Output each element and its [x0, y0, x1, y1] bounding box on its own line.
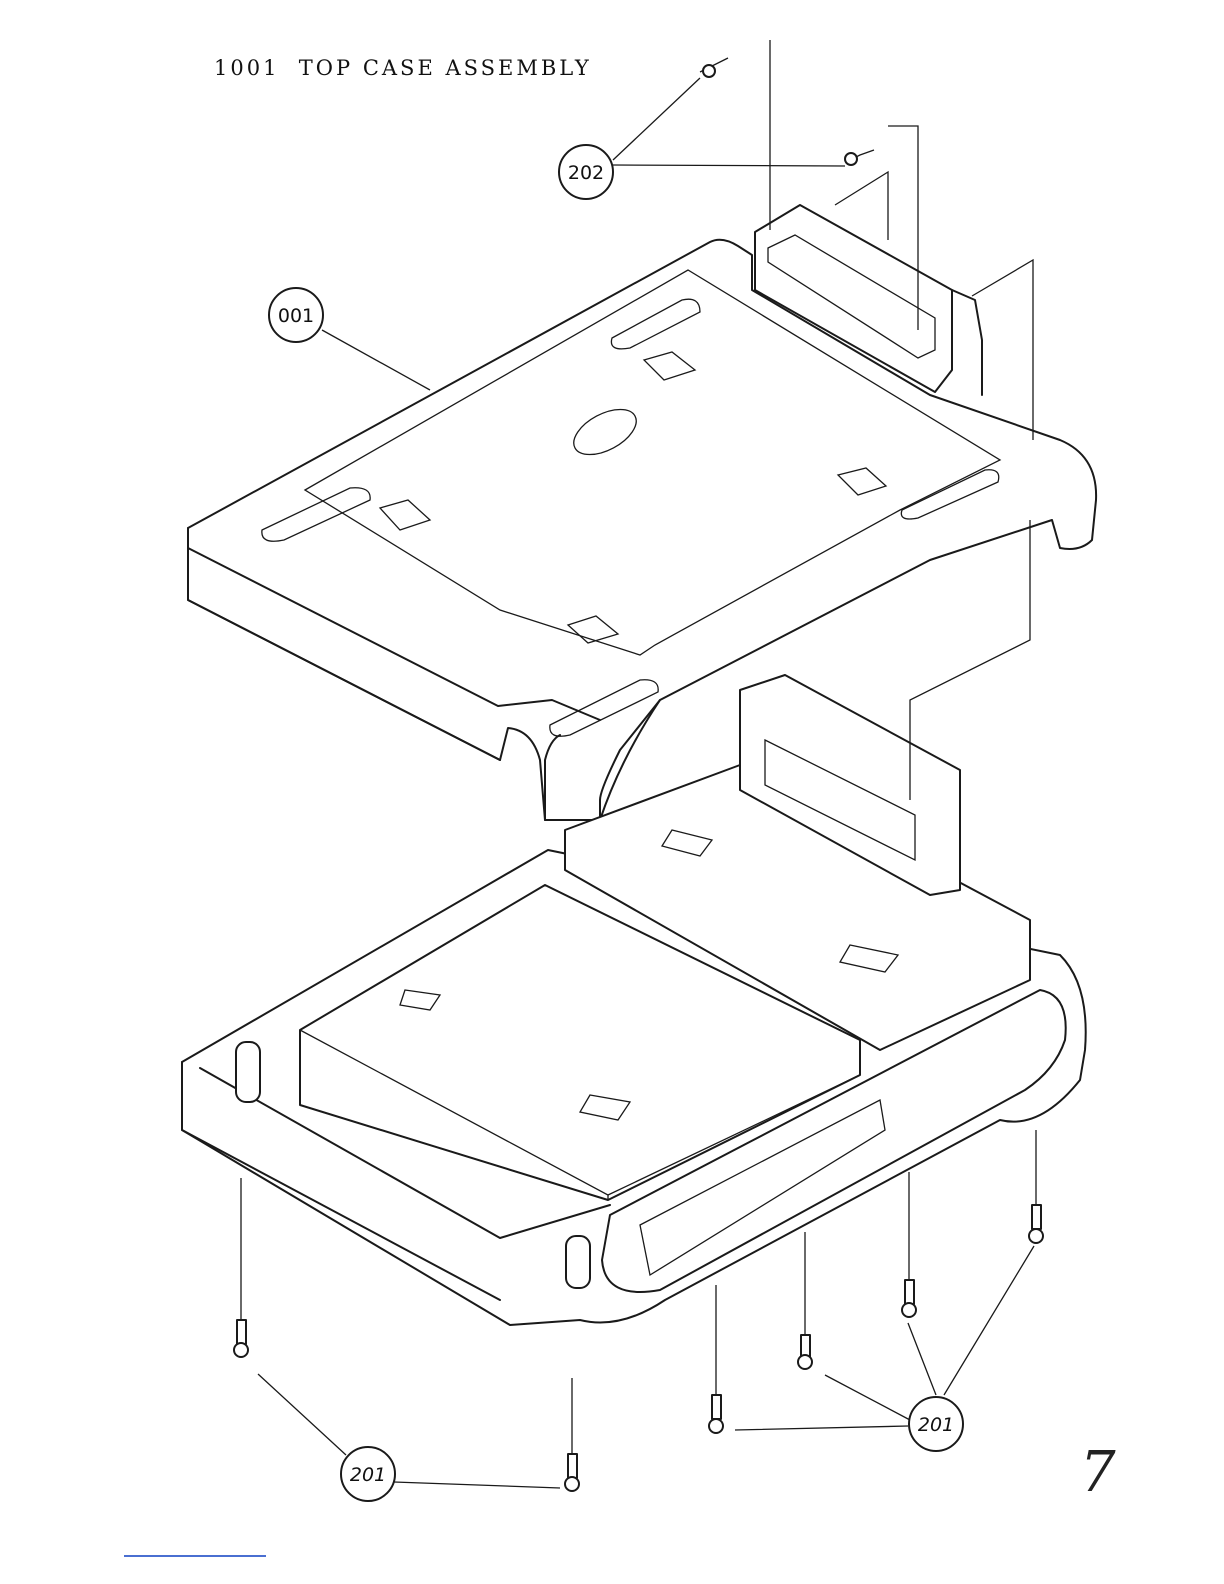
- bottom-rule: [124, 1555, 266, 1557]
- callout-201-left-label: 201: [350, 1464, 386, 1486]
- callout-202: 202: [559, 78, 845, 199]
- page-number: 7: [1080, 1440, 1116, 1505]
- callout-201-right: 201: [735, 1246, 1034, 1451]
- callout-001-label: 001: [278, 305, 314, 327]
- callout-201-right-label: 201: [918, 1414, 954, 1436]
- callout-001: 001: [269, 288, 430, 390]
- callout-201-left: 201: [258, 1374, 560, 1501]
- top-case-part: [188, 205, 1096, 820]
- bottom-case-unit: [182, 675, 1086, 1325]
- callout-202-label: 202: [568, 162, 604, 184]
